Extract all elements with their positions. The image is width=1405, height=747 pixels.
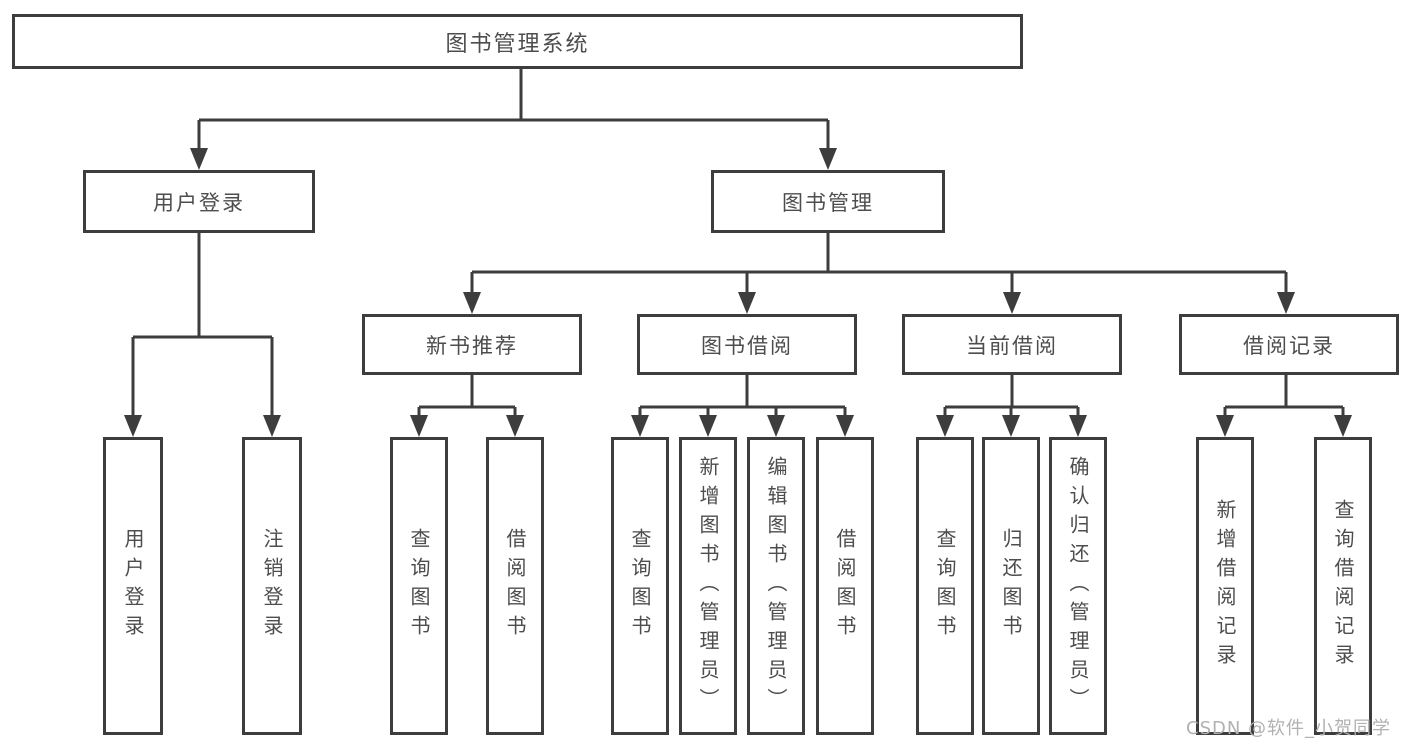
- leaf-query-books-3: 查询图书: [916, 437, 974, 735]
- leaf-edit-books-admin: 编辑图书（管理员）: [747, 437, 805, 735]
- connector-system-to-level2: [190, 69, 837, 170]
- node-new-book-recommend: 新书推荐: [362, 314, 582, 375]
- node-label: 查询图书: [628, 528, 652, 644]
- connector-bookmgmt-to-level3: [463, 233, 1295, 314]
- node-label: 图书管理系统: [445, 31, 590, 57]
- node-label: 借阅图书: [833, 528, 857, 644]
- node-label: 归还图书: [999, 528, 1023, 644]
- node-label: 新增借阅记录: [1213, 499, 1237, 673]
- node-book-management: 图书管理: [711, 170, 945, 233]
- node-current-borrowing: 当前借阅: [902, 314, 1122, 375]
- leaf-user-login: 用户登录: [103, 437, 163, 735]
- connector-borrowrecords-to-leaves: [1216, 375, 1352, 437]
- node-library-system: 图书管理系统: [12, 14, 1023, 69]
- node-user-login: 用户登录: [83, 170, 315, 233]
- csdn-watermark: CSDN @软件_小贺同学: [1186, 718, 1392, 739]
- leaf-logout: 注销登录: [242, 437, 302, 735]
- node-label: 编辑图书（管理员）: [764, 455, 788, 717]
- node-label: 新书推荐: [426, 333, 518, 358]
- connector-userlogin-to-leaves: [124, 233, 281, 437]
- leaf-query-books-2: 查询图书: [611, 437, 669, 735]
- node-label: 借阅记录: [1243, 333, 1335, 358]
- leaf-query-books-1: 查询图书: [390, 437, 448, 735]
- connector-currentborrow-to-leaves: [936, 375, 1087, 437]
- node-label: 确认归还（管理员）: [1066, 455, 1090, 717]
- connector-bookborrow-to-leaves: [631, 375, 854, 437]
- node-label: 借阅图书: [503, 528, 527, 644]
- node-label: 新增图书（管理员）: [696, 455, 720, 717]
- leaf-borrow-books-1: 借阅图书: [486, 437, 544, 735]
- leaf-add-borrow-record: 新增借阅记录: [1196, 437, 1254, 735]
- node-label: 图书管理: [782, 190, 874, 215]
- leaf-confirm-return-admin: 确认归还（管理员）: [1049, 437, 1107, 735]
- leaf-add-books-admin: 新增图书（管理员）: [679, 437, 737, 735]
- leaf-borrow-books-2: 借阅图书: [816, 437, 874, 735]
- leaf-return-books: 归还图书: [982, 437, 1040, 735]
- node-borrow-records: 借阅记录: [1179, 314, 1399, 375]
- node-label: 查询图书: [407, 528, 431, 644]
- connector-newbook-to-leaves: [410, 375, 524, 437]
- leaf-query-borrow-record: 查询借阅记录: [1314, 437, 1372, 735]
- node-label: 注销登录: [260, 528, 284, 644]
- node-label: 用户登录: [153, 190, 245, 215]
- node-label: 当前借阅: [966, 333, 1058, 358]
- node-label: 查询借阅记录: [1331, 499, 1355, 673]
- node-label: 查询图书: [933, 528, 957, 644]
- node-book-borrowing: 图书借阅: [637, 314, 857, 375]
- node-label: 图书借阅: [701, 333, 793, 358]
- node-label: 用户登录: [121, 528, 145, 644]
